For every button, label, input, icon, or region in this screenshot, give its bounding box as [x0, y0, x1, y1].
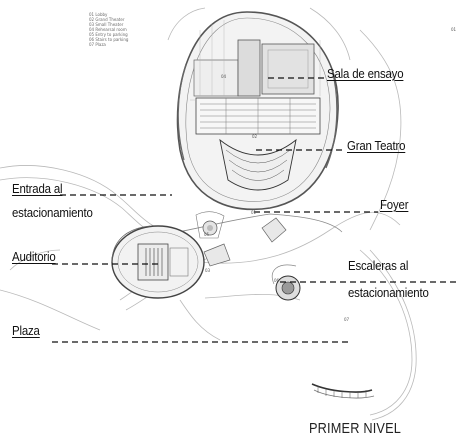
room-number-05: 05: [204, 232, 210, 237]
legend-item: 06 Stairs to parking: [89, 37, 129, 42]
room-number-07: 07: [344, 317, 350, 322]
plaza-tail-structure: [311, 383, 375, 399]
small-theater-building: [111, 225, 205, 299]
legend-item: 02 Grand Theater: [89, 17, 125, 22]
legend-item: 01 Lobby: [89, 12, 108, 17]
callout-gran-teatro: Gran Teatro: [347, 138, 406, 153]
plan-caption: PRIMER NIVEL: [309, 420, 402, 437]
corner-number: 01: [451, 27, 457, 32]
room-legend: 01 Lobby 02 Grand Theater 03 Small Theat…: [89, 12, 128, 47]
callout-leaders: [52, 77, 457, 343]
callout-foyer: Foyer: [380, 197, 409, 212]
legend-item: 07 Plaza: [89, 42, 106, 47]
room-number-01: 01: [251, 210, 257, 215]
legend-item: 05 Entry to parking: [89, 32, 128, 37]
legend-item: 04 Rehearsal room: [89, 27, 127, 32]
callout-entrada-line2: estacionamiento: [12, 205, 93, 220]
room-number-06: 06: [274, 278, 280, 283]
callout-auditorio: Auditorio: [12, 249, 56, 264]
room-number-03: 03: [205, 268, 211, 273]
room-number-02: 02: [252, 134, 258, 139]
callout-plaza: Plaza: [12, 323, 40, 338]
main-building: [176, 11, 339, 211]
legend-item: 03 Small Theater: [89, 22, 124, 27]
foyer-region: [177, 211, 343, 267]
landscape-curves: [0, 7, 417, 421]
callout-escaleras-line2: estacionamiento: [348, 285, 429, 300]
callout-entrada-line1: Entrada al: [12, 181, 63, 196]
callout-escaleras-line1: Escaleras al: [348, 258, 409, 273]
room-number-04: 04: [221, 74, 227, 79]
callout-sala-de-ensayo: Sala de ensayo: [327, 66, 404, 81]
